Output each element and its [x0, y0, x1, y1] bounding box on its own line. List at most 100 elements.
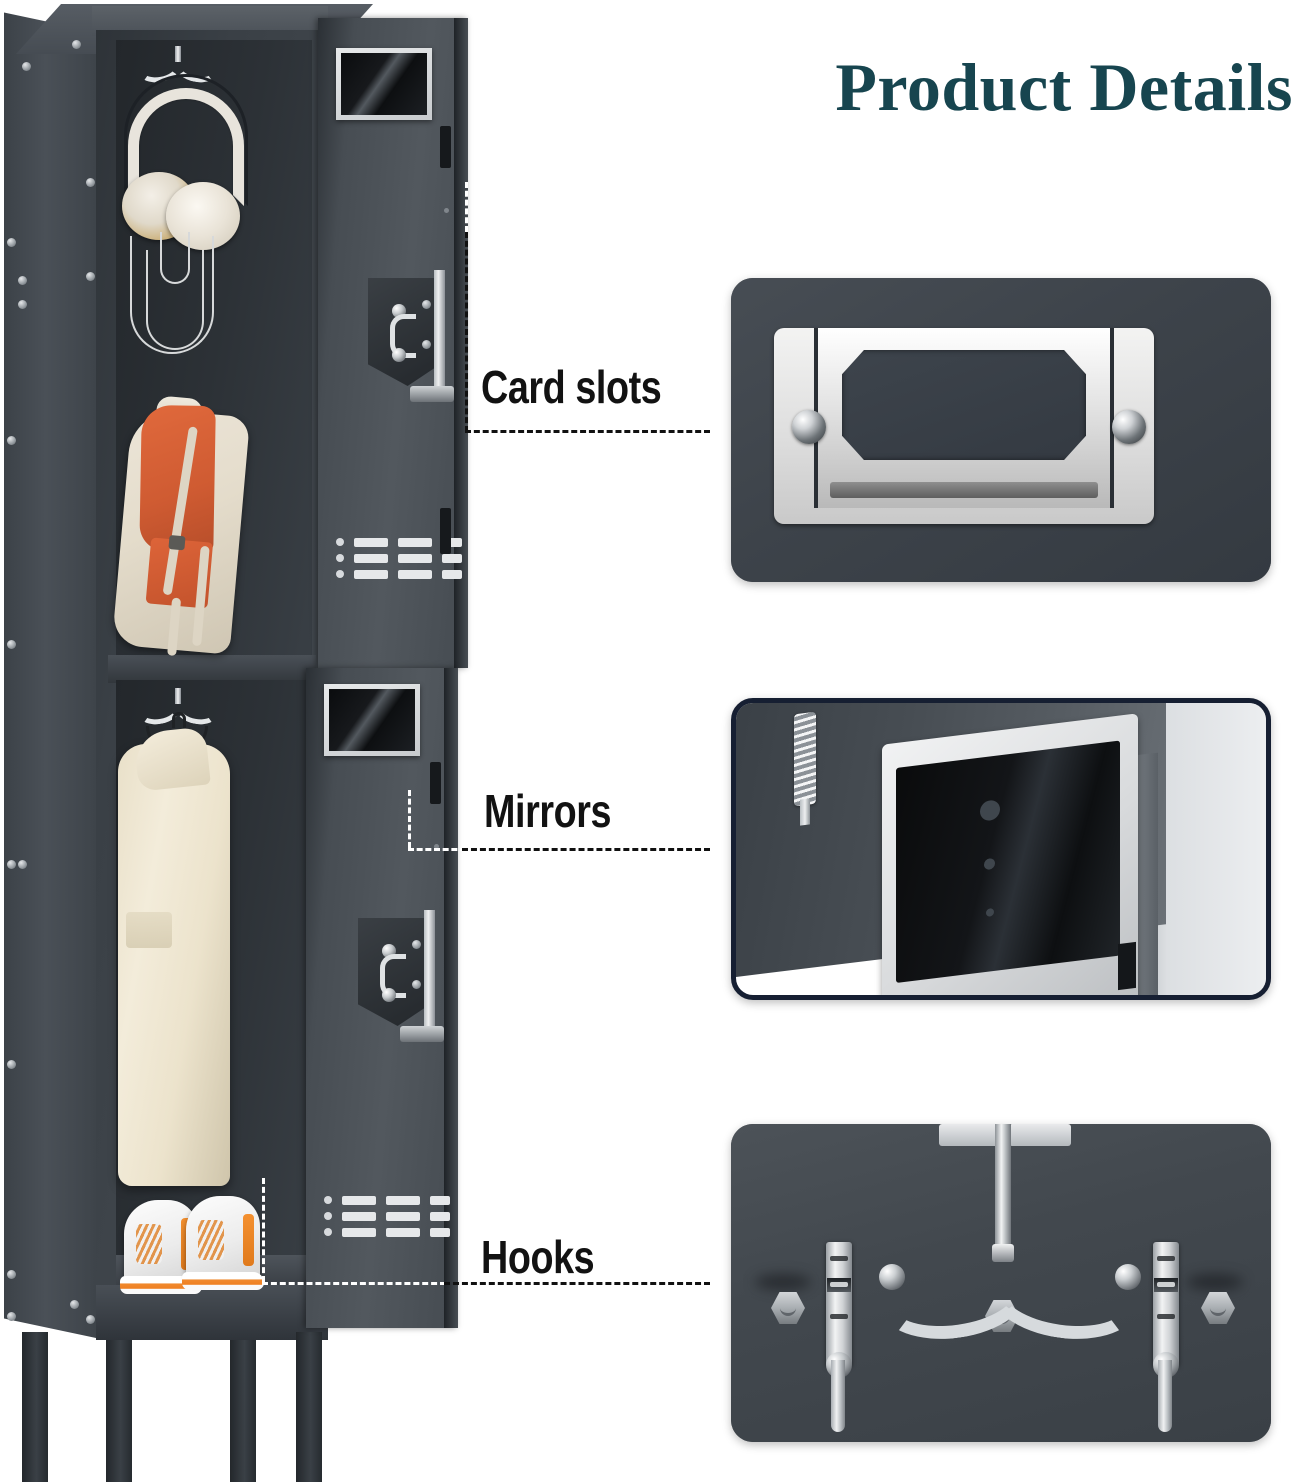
backpack-buckle	[168, 535, 186, 551]
detail-panel-hooks	[731, 1124, 1271, 1442]
side-hook-left	[826, 1242, 852, 1432]
sneaker-sole	[182, 1272, 264, 1290]
screw-icon	[7, 436, 16, 445]
locker-shelf	[108, 655, 316, 683]
hook-plate	[826, 1242, 852, 1367]
screw-icon	[7, 1312, 16, 1321]
mirror-icon	[324, 684, 420, 756]
chrome-screw-icon	[1112, 410, 1146, 444]
lock-stud	[382, 988, 396, 1002]
panel-background	[736, 703, 1266, 995]
detail-panel-card-slots	[731, 278, 1271, 582]
screw-icon	[7, 238, 16, 247]
lock-bar	[424, 910, 435, 1028]
locker-lower-door[interactable]	[306, 668, 458, 1328]
hook-mount-plate	[1009, 1124, 1071, 1146]
jacket-pocket	[126, 912, 172, 948]
hook-plate	[1153, 1242, 1179, 1367]
callout-leader-hooks	[262, 1178, 265, 1282]
hook-stem	[175, 688, 181, 704]
sneaker-laces	[198, 1220, 224, 1260]
card-window	[842, 350, 1086, 460]
lock-handle[interactable]	[400, 1026, 444, 1042]
card-holder-lip	[830, 482, 1098, 498]
screw-icon	[18, 860, 27, 869]
door-ventilation-slots	[324, 1196, 450, 1237]
callout-leader-mirrors	[408, 848, 466, 851]
spring-stem	[800, 798, 810, 826]
door-edge	[444, 668, 458, 1328]
jacket-icon	[118, 726, 230, 1186]
callout-leader-mirrors	[462, 848, 710, 851]
screw-icon	[7, 860, 16, 869]
hook-tip-left	[879, 1264, 905, 1290]
hook-arm	[1158, 1360, 1172, 1432]
sneaker-sole	[120, 1276, 202, 1294]
door-edge	[454, 18, 468, 668]
callout-label-hooks: Hooks	[481, 1231, 595, 1283]
headphones-cable	[130, 236, 214, 354]
locker-leg	[106, 1340, 132, 1482]
callout-leader-hooks	[444, 1282, 710, 1285]
lower-hook-cluster	[136, 688, 220, 728]
card-holder-frame	[774, 328, 1154, 524]
screw-icon	[86, 272, 95, 281]
page-title: Product Details	[835, 49, 1293, 125]
lock-bar	[434, 270, 445, 388]
door-latch-closeup	[1118, 941, 1136, 991]
bolt-icon	[771, 1292, 805, 1324]
locker-base	[96, 1285, 328, 1340]
lock-handle[interactable]	[410, 386, 454, 402]
screw-icon	[86, 1315, 95, 1324]
lock-housing[interactable]	[368, 278, 440, 386]
mirror-glass	[896, 740, 1120, 983]
headphones-cable	[160, 232, 190, 284]
sneaker-icon	[182, 1196, 264, 1290]
screw-icon	[86, 178, 95, 187]
detail-panel-mirrors	[731, 698, 1271, 1000]
hook-stem	[995, 1124, 1011, 1254]
locker-leg	[296, 1332, 322, 1482]
chrome-screw-icon	[792, 410, 826, 444]
card-holder-plate	[814, 328, 1114, 508]
screw-icon	[70, 1300, 79, 1309]
hook-collar	[992, 1244, 1014, 1262]
screw-icon	[72, 40, 81, 49]
screw-icon	[7, 1270, 16, 1279]
mirror-frame	[882, 713, 1138, 995]
lock-housing[interactable]	[358, 918, 430, 1026]
hook-mount-plate	[939, 1124, 1001, 1146]
card-slot-icon	[336, 48, 432, 120]
bolt-icon	[985, 1300, 1019, 1332]
hook-tip-right	[1115, 1264, 1141, 1290]
screw-icon	[7, 1060, 16, 1069]
callout-leader-card-slots	[465, 430, 710, 433]
callout-leader-mirrors	[408, 790, 411, 848]
callout-leader-hooks	[262, 1282, 446, 1285]
callout-label-mirrors: Mirrors	[484, 785, 612, 837]
locker-illustration	[0, 0, 500, 1482]
spring-icon	[794, 711, 816, 807]
screw-icon	[22, 62, 31, 71]
locker-leg	[230, 1340, 256, 1482]
door-latch-slot	[430, 762, 441, 804]
screw-icon	[7, 640, 16, 649]
backpack-strap	[167, 597, 182, 657]
hanger-hook	[172, 712, 186, 728]
headphones-cable	[146, 250, 204, 350]
door-latch-slot	[440, 126, 451, 168]
locker-leg	[22, 1332, 48, 1482]
callout-leader-card-slots	[465, 232, 468, 432]
upper-hook-cluster	[136, 46, 220, 86]
backpack-icon	[111, 395, 251, 657]
locker-upper-door[interactable]	[318, 18, 468, 668]
door-ventilation-slots	[336, 538, 462, 579]
callout-leader-card-slots	[465, 182, 468, 232]
hook-stem	[175, 46, 181, 62]
lock-stud	[392, 348, 406, 362]
sneaker-heel-tab	[243, 1214, 254, 1266]
screw-icon	[18, 300, 27, 309]
door-side-slot	[440, 508, 451, 554]
callout-label-card-slots: Card slots	[481, 361, 662, 413]
